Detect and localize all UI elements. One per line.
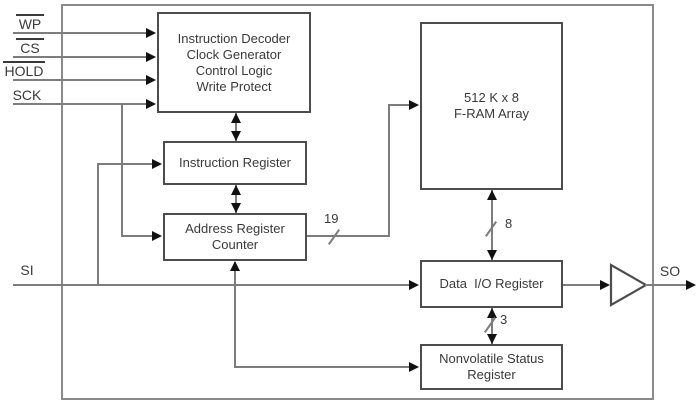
status-bus-vertical bbox=[491, 308, 493, 344]
hold-line bbox=[13, 79, 147, 81]
block-nv-status-register-label: Nonvolatile Status Register bbox=[439, 351, 544, 382]
hold-signal-label: HOLD bbox=[3, 61, 45, 79]
block-instruction-register: Instruction Register bbox=[163, 141, 307, 185]
cs-arrowhead-icon bbox=[146, 52, 156, 62]
cs-line bbox=[13, 56, 147, 58]
si-branch-vertical bbox=[97, 163, 99, 285]
sck-branch-horizontal bbox=[121, 235, 153, 237]
instruction-address-up-arrowhead-icon bbox=[231, 185, 241, 195]
cs-signal-label: CS bbox=[16, 38, 44, 56]
dataio-output-line bbox=[563, 284, 601, 286]
data-bus-width-label: 8 bbox=[505, 216, 513, 231]
data-bus-up-arrowhead-icon bbox=[487, 190, 497, 200]
dataio-output-arrowhead-icon bbox=[600, 280, 610, 290]
sck-branch-vertical bbox=[121, 103, 123, 237]
address-bus-horizontal bbox=[307, 235, 390, 237]
status-bus-down-arrowhead-icon bbox=[487, 334, 497, 344]
status-feed-up-arrowhead-icon bbox=[230, 261, 240, 271]
block-instruction-decoder: Instruction Decoder Clock Generator Cont… bbox=[157, 12, 311, 113]
sck-branch-arrowhead-icon bbox=[152, 231, 162, 241]
si-signal-label: SI bbox=[20, 262, 34, 278]
address-bus-vertical bbox=[388, 104, 390, 237]
decoder-instruction-link bbox=[235, 113, 237, 141]
block-address-register-label: Address Register Counter bbox=[185, 221, 285, 252]
address-bus-into-fram bbox=[388, 104, 410, 106]
decoder-instruction-up-arrowhead-icon bbox=[231, 113, 241, 123]
so-arrowhead-icon bbox=[686, 280, 696, 290]
instruction-address-down-arrowhead-icon bbox=[231, 203, 241, 213]
block-fram-array: 512 K x 8 F-RAM Array bbox=[420, 22, 563, 190]
block-instruction-register-label: Instruction Register bbox=[179, 155, 291, 170]
block-data-io-register: Data I/O Register bbox=[420, 260, 563, 308]
si-arrowhead-icon bbox=[409, 280, 419, 290]
status-bus-width-label: 3 bbox=[500, 312, 508, 327]
address-bus-arrowhead-icon bbox=[409, 100, 419, 110]
status-feed-arrowhead-icon bbox=[409, 362, 419, 372]
data-bus-vertical bbox=[491, 190, 493, 260]
wp-arrowhead-icon bbox=[146, 28, 156, 38]
address-bus-width-label: 19 bbox=[324, 211, 339, 226]
block-data-io-register-label: Data I/O Register bbox=[439, 276, 544, 291]
block-nv-status-register: Nonvolatile Status Register bbox=[420, 344, 563, 390]
decoder-instruction-down-arrowhead-icon bbox=[231, 131, 241, 141]
so-signal-label: SO bbox=[659, 263, 681, 279]
block-instruction-decoder-label: Instruction Decoder Clock Generator Cont… bbox=[177, 30, 291, 94]
si-line bbox=[13, 284, 410, 286]
sck-signal-label: SCK bbox=[12, 87, 42, 103]
wp-signal-label: WP bbox=[16, 14, 44, 32]
si-branch-horizontal bbox=[97, 163, 153, 165]
chip-boundary bbox=[61, 4, 654, 400]
status-feed-horizontal bbox=[234, 366, 410, 368]
status-bus-up-arrowhead-icon bbox=[487, 308, 497, 318]
block-fram-array-label: 512 K x 8 F-RAM Array bbox=[453, 90, 530, 121]
data-bus-down-arrowhead-icon bbox=[487, 250, 497, 260]
hold-arrowhead-icon bbox=[146, 75, 156, 85]
wp-line bbox=[13, 32, 147, 34]
status-feed-vertical bbox=[234, 262, 236, 368]
sck-line bbox=[13, 103, 147, 105]
block-address-register: Address Register Counter bbox=[163, 213, 307, 261]
so-output-line bbox=[645, 284, 687, 286]
sck-arrowhead-icon bbox=[146, 99, 156, 109]
output-buffer-triangle-icon bbox=[609, 263, 649, 307]
si-branch-arrowhead-icon bbox=[152, 159, 162, 169]
instruction-address-link bbox=[235, 185, 237, 213]
